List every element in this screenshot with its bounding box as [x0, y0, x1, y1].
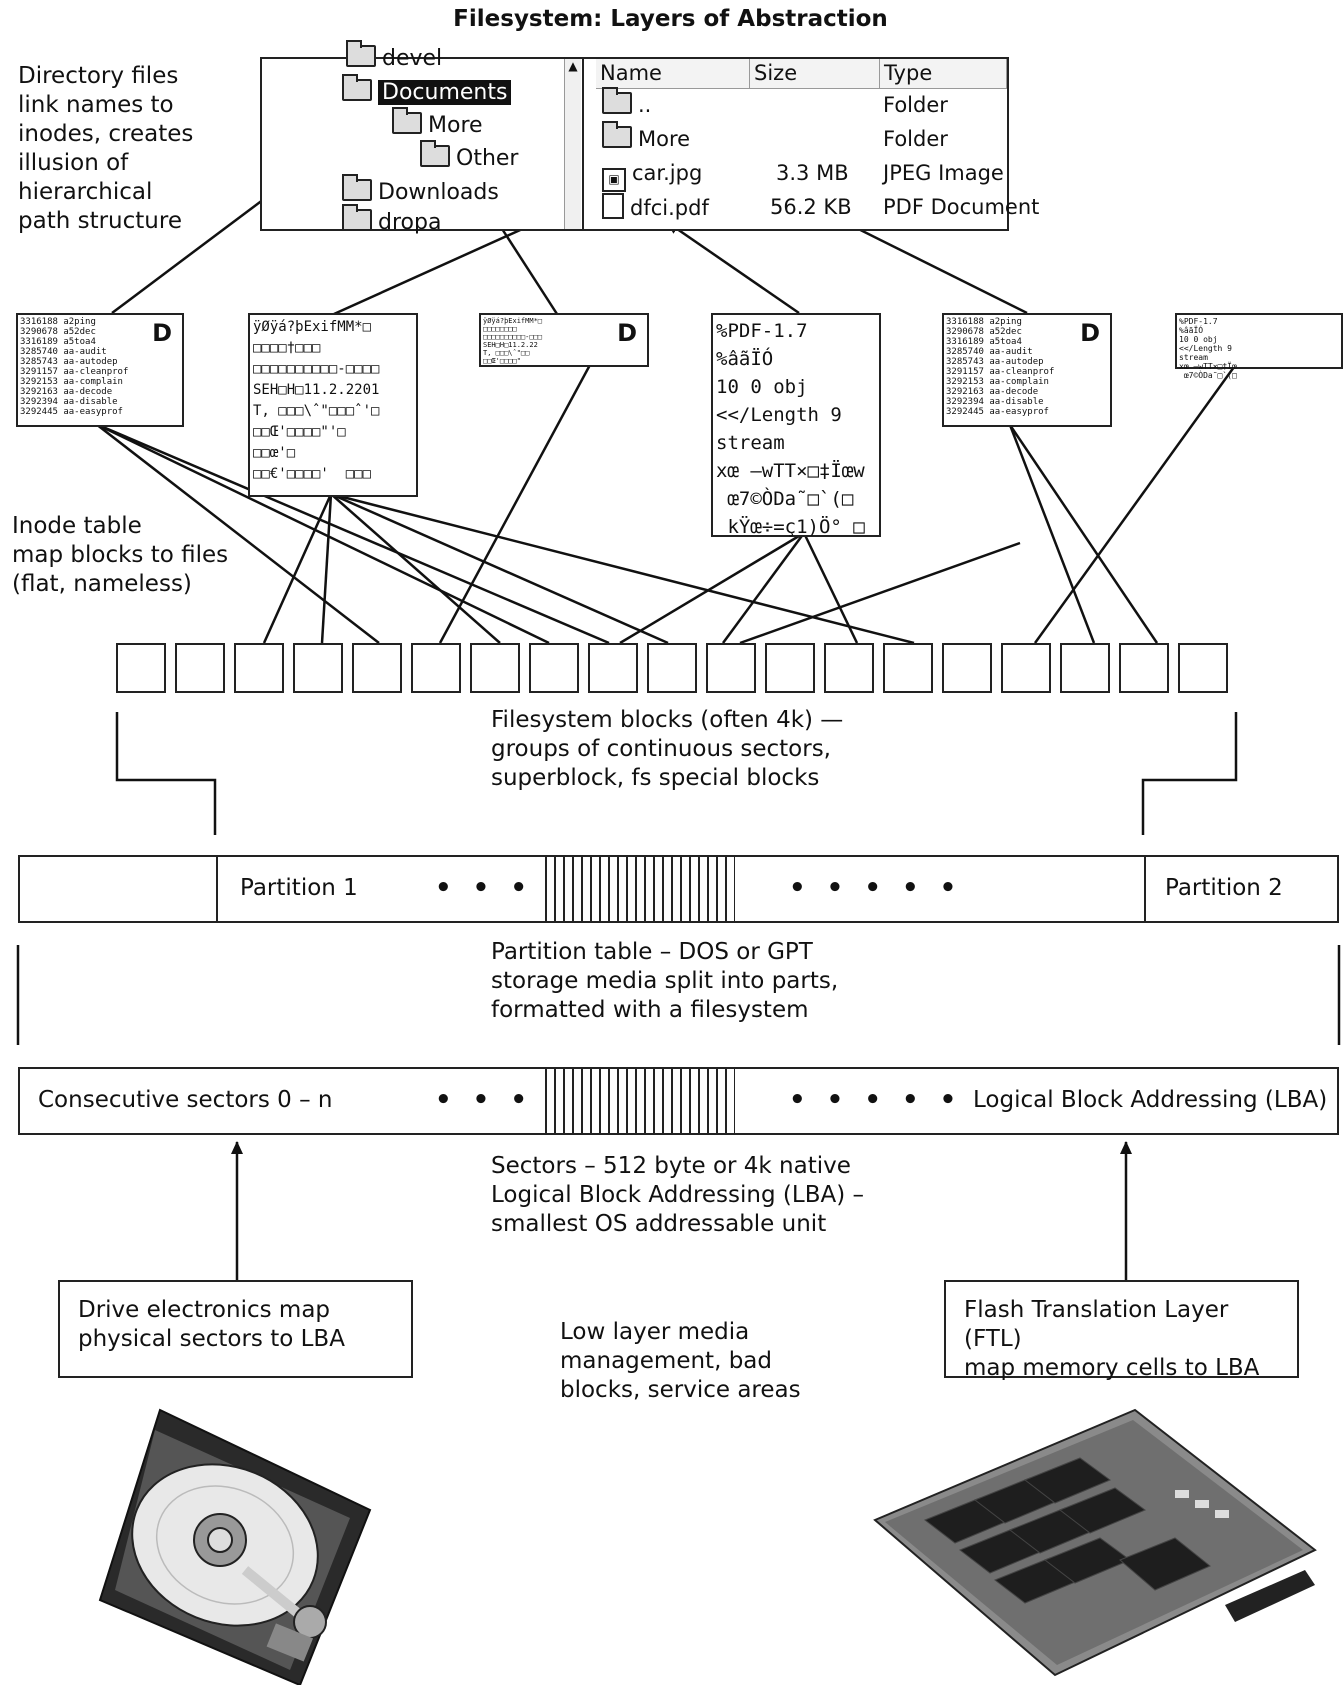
folder-icon	[346, 40, 376, 67]
tree-item-dropa[interactable]: dropa	[342, 204, 441, 237]
file-list-pane: Name Size Type .. Folder More Folder ▣ca…	[596, 59, 1039, 229]
file-row-car[interactable]: ▣car.jpg	[602, 159, 702, 192]
tree-scrollbar[interactable]: ▲	[564, 59, 581, 229]
partition-stripes	[545, 857, 735, 921]
partition-2-label: Partition 2	[1165, 875, 1283, 901]
fs-block	[234, 643, 284, 693]
fs-block	[116, 643, 166, 693]
partition-1-label: Partition 1	[240, 875, 358, 901]
folder-icon	[342, 174, 372, 201]
consecutive-sectors-label: Consecutive sectors 0 – n	[38, 1087, 333, 1113]
pdf-file-icon	[602, 193, 624, 219]
column-header-size[interactable]: Size	[750, 59, 880, 89]
scroll-up-icon[interactable]: ▲	[568, 59, 578, 73]
folder-icon	[602, 121, 632, 148]
directory-badge: D	[1080, 319, 1100, 347]
tree-item-devel[interactable]: devel	[346, 40, 442, 73]
column-header-name[interactable]: Name	[596, 59, 750, 89]
file-type: Folder	[883, 127, 948, 151]
annotation-directory-files: Directory files link names to inodes, cr…	[18, 63, 194, 234]
file-size: 3.3 MB	[776, 161, 849, 185]
fs-block	[175, 643, 225, 693]
annotation-partition-table: Partition table – DOS or GPT storage med…	[491, 939, 839, 1023]
fs-block	[824, 643, 874, 693]
folder-icon	[420, 140, 450, 167]
jpeg-block: ÿØÿá?þExifMM*□ □□□□†□□□ □□□□□□□□□□-□□□□ …	[248, 313, 418, 497]
folder-icon	[392, 107, 422, 134]
annotation-low-layer: Low layer media management, bad blocks, …	[560, 1319, 801, 1403]
annotation-filesystem-blocks: Filesystem blocks (often 4k) — groups of…	[491, 707, 844, 791]
filesystem-blocks-row	[116, 643, 1236, 693]
directory-block-1: 3316188 a2ping 3290678 a52dec 3316189 a5…	[16, 313, 184, 427]
file-row-more[interactable]: More	[602, 121, 690, 153]
file-type: Folder	[883, 93, 948, 117]
fs-block	[942, 643, 992, 693]
fs-block	[883, 643, 933, 693]
folder-icon	[342, 204, 372, 231]
tree-item-documents[interactable]: Documents	[342, 74, 512, 107]
fs-block	[1119, 643, 1169, 693]
file-row-parent[interactable]: ..	[602, 87, 651, 119]
fs-block	[706, 643, 756, 693]
file-type: JPEG Image	[883, 161, 1004, 185]
directory-badge: D	[617, 319, 637, 347]
directory-block-2: ÿØÿá?þExifMM*□ □□□□□□□□ □□□□□□□□□□-□□□ S…	[479, 313, 649, 367]
lba-stripes	[545, 1069, 735, 1133]
fs-block	[352, 643, 402, 693]
folder-tree-pane: devel Documents More Other Downloads dro…	[262, 40, 584, 235]
fs-block	[293, 643, 343, 693]
fs-block	[1060, 643, 1110, 693]
ftl-box: Flash Translation Layer (FTL) map memory…	[944, 1280, 1299, 1381]
fs-block	[588, 643, 638, 693]
directory-block-3: 3316188 a2ping 3290678 a52dec 3316189 a5…	[942, 313, 1112, 427]
partition-dots-right: • • • • •	[789, 873, 963, 903]
parent-folder-icon	[602, 87, 632, 114]
file-size: 56.2 KB	[770, 195, 852, 219]
pdf-block: %PDF-1.7 %âãÏÓ 10 0 obj <</Length 9 stre…	[711, 313, 881, 538]
fs-block	[647, 643, 697, 693]
pdf-block-small: %PDF-1.7 %âãÏÓ 10 0 obj <</Length 9 stre…	[1175, 313, 1343, 380]
partition-divider	[216, 857, 218, 921]
tree-item-downloads[interactable]: Downloads	[342, 174, 499, 207]
file-row-dfci[interactable]: dfci.pdf	[602, 193, 709, 222]
annotation-inode-table: Inode table map blocks to files (flat, n…	[12, 513, 229, 597]
folder-icon	[342, 74, 372, 101]
tree-item-other[interactable]: Other	[420, 140, 518, 173]
lba-bar: Consecutive sectors 0 – n • • • • • • • …	[18, 1067, 1339, 1135]
ssd-circuit-board-image	[873, 1408, 1317, 1677]
annotation-sectors: Sectors – 512 byte or 4k native Logical …	[491, 1153, 864, 1237]
file-manager-window: devel Documents More Other Downloads dro…	[260, 40, 1039, 235]
tree-item-more[interactable]: More	[392, 107, 483, 140]
fs-block	[411, 643, 461, 693]
file-type: PDF Document	[883, 195, 1040, 219]
partition-divider	[1144, 857, 1146, 921]
fs-block	[470, 643, 520, 693]
fs-block	[1001, 643, 1051, 693]
hard-disk-drive-image	[98, 1408, 372, 1685]
lba-label: Logical Block Addressing (LBA)	[973, 1087, 1328, 1113]
partition-bar: Partition 1 • • • • • • • • • • Partitio…	[18, 855, 1339, 923]
diagram-title: Filesystem: Layers of Abstraction	[453, 6, 888, 32]
lba-dots-right: • • • • •	[789, 1085, 963, 1115]
drive-electronics-box: Drive electronics map physical sectors t…	[58, 1280, 413, 1378]
column-header-type[interactable]: Type	[880, 59, 1007, 89]
fs-block	[529, 643, 579, 693]
arrow-pdf-to-dfci	[666, 220, 800, 315]
fs-block	[1178, 643, 1228, 693]
image-file-icon: ▣	[602, 168, 626, 192]
fs-block	[765, 643, 815, 693]
directory-badge: D	[152, 319, 172, 347]
